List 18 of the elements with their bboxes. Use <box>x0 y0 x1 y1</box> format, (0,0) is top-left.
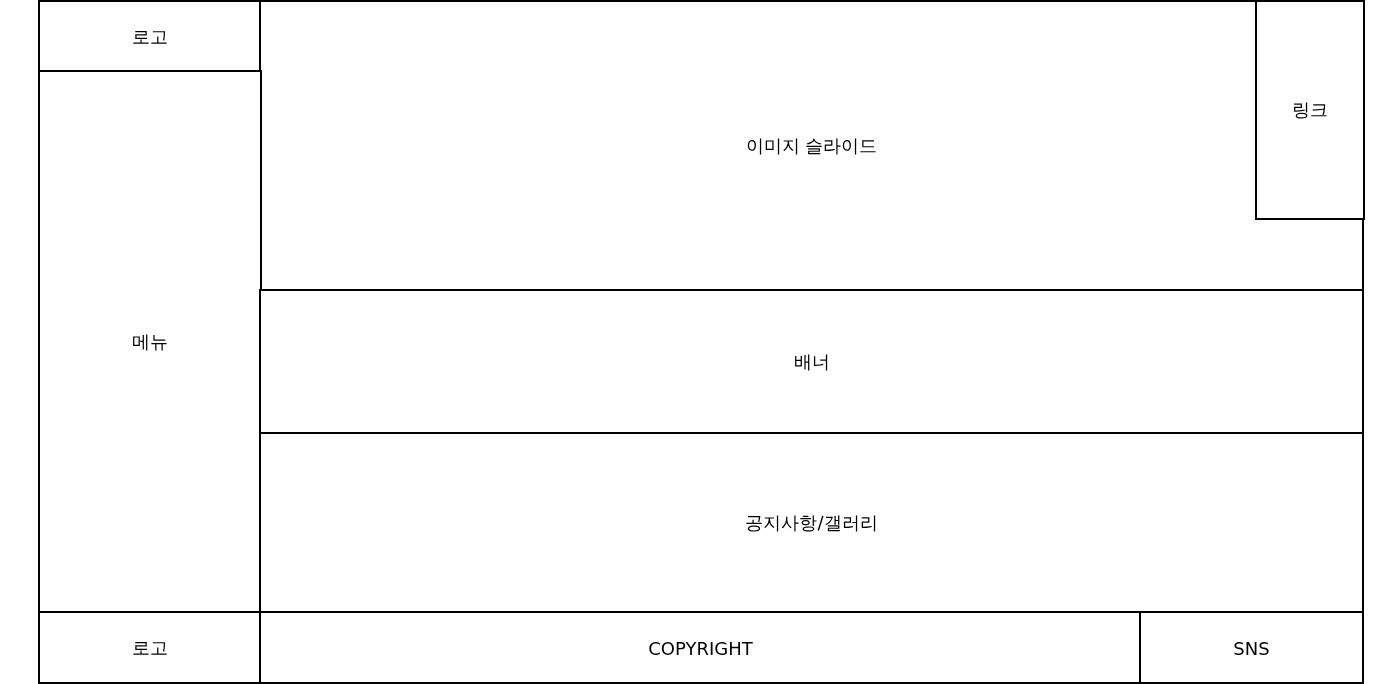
section-label: SNS <box>1233 637 1270 658</box>
notice-gallery-area <box>259 432 1364 614</box>
footer-corner-section <box>38 611 262 684</box>
section-label: 이미지 슬라이드 <box>745 134 878 158</box>
section-label: 로고 <box>132 635 168 660</box>
copyright-area <box>259 611 1142 684</box>
banner-area <box>259 289 1364 435</box>
link-area <box>1254 0 1365 220</box>
header-corner-section <box>38 0 262 73</box>
section-label: 메뉴 <box>132 330 168 354</box>
menu-area <box>38 70 262 614</box>
sns-area <box>1139 611 1364 684</box>
section-label: 배너 <box>793 350 830 374</box>
section-label: 공지사항/갤러리 <box>745 511 878 535</box>
section-label: 로고 <box>132 24 168 49</box>
section-label: COPYRIGHT <box>648 637 753 658</box>
image-slider-area <box>259 0 1364 292</box>
section-label: 링크 <box>1291 97 1328 122</box>
